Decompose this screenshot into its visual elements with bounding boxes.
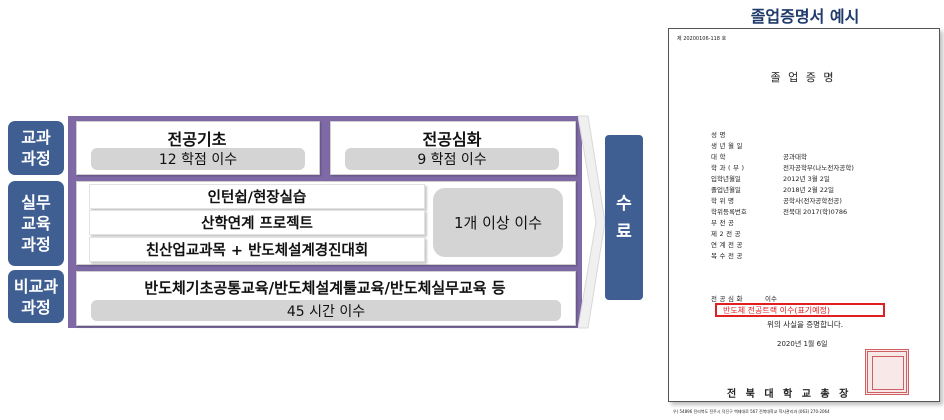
practical-item-industry: 친산업교과목 + 반도체설계경진대회 xyxy=(89,237,425,262)
major-basic-card: 전공기초 12 학점 이수 xyxy=(76,121,320,175)
certificate-header: 졸업증명서 예시 xyxy=(750,7,860,26)
non-curricular-title: 반도체기초공통교육/반도체설계툴교육/반도체실무교육 등 xyxy=(144,279,506,297)
certify-text: 위의 사실을 증명합니다. xyxy=(767,320,844,329)
category-major-label: 교과 과정 xyxy=(21,128,51,168)
category-practical-label: 실무 교육 과정 xyxy=(21,193,51,254)
category-non-curricular-label: 비교과 과정 xyxy=(13,276,59,317)
field-value: 공학사(전자공학전공) xyxy=(783,197,842,205)
practical-item-project: 산학연계 프로젝트 xyxy=(89,210,425,235)
highlight-text: 반도체 전공트랙 이수(표기예정) xyxy=(723,306,831,315)
field-value: 2018년 2월 22일 xyxy=(783,186,835,194)
practical-item-internship: 인턴쉽/현장실습 xyxy=(89,184,425,209)
seal-inner-border xyxy=(872,356,904,390)
category-non-curricular: 비교과 과정 xyxy=(8,270,64,323)
practical-card: 인턴쉽/현장실습 산학연계 프로젝트 친산업교과목 + 반도체설계경진대회 1개… xyxy=(76,181,576,265)
field-label: 제2전공 xyxy=(711,230,744,238)
non-curricular-card: 반도체기초공통교육/반도체설계툴교육/반도체실무교육 등 45 시간 이수 xyxy=(76,271,576,326)
major-advanced-requirement: 9 학점 이수 xyxy=(345,148,559,170)
certificate-document: 제 20200106-118 호 졸 업 증 명 성명 생년월일 대학 공과대학… xyxy=(668,28,940,414)
completion-box: 수 료 xyxy=(605,135,643,300)
track-label: 전공심화 xyxy=(711,295,745,303)
field-value: 전북대 2017(학)0786 xyxy=(783,208,848,216)
field-label: 졸업년월일 xyxy=(711,186,741,194)
doc-footer: 우) 54896 전라북도 전주시 덕진구 백제대로 567 전북대학교 학사관… xyxy=(673,409,830,414)
field-label: 학과(부) xyxy=(711,164,747,172)
non-curricular-requirement: 45 시간 이수 xyxy=(91,300,561,321)
field-value: 공과대학 xyxy=(783,153,807,161)
category-practical: 실무 교육 과정 xyxy=(8,181,64,266)
major-advanced-card: 전공심화 9 학점 이수 xyxy=(330,121,576,175)
doc-title: 졸 업 증 명 xyxy=(770,71,836,84)
highlight-box xyxy=(715,303,885,317)
field-value: 전자공학부(나노전자공학) xyxy=(783,164,854,172)
field-label: 학위명 xyxy=(711,197,737,205)
field-label: 복수전공 xyxy=(711,252,745,260)
track-value: 이수 xyxy=(765,295,777,303)
field-label: 대학 xyxy=(711,153,728,161)
completion-label: 수 료 xyxy=(616,193,632,242)
issue-date: 2020년 1월 6일 xyxy=(777,340,828,348)
issuer: 전 북 대 학 교 총 장 xyxy=(727,389,852,400)
field-label: 입학년월일 xyxy=(711,175,741,183)
field-label: 학위등록번호 xyxy=(711,208,747,216)
major-basic-title: 전공기초 xyxy=(167,130,227,149)
field-label: 부전공 xyxy=(711,219,737,227)
field-label: 생년월일 xyxy=(711,142,745,150)
official-seal-icon xyxy=(865,349,909,395)
major-advanced-title: 전공심화 xyxy=(422,130,482,149)
field-label: 연계전공 xyxy=(711,241,745,249)
flow-arrow-icon xyxy=(578,115,606,329)
major-basic-requirement: 12 학점 이수 xyxy=(91,148,305,170)
doc-number: 제 20200106-118 호 xyxy=(677,36,727,42)
practical-requirement: 1개 이상 이수 xyxy=(433,188,563,257)
field-label: 성명 xyxy=(711,131,728,139)
category-major: 교과 과정 xyxy=(8,121,64,175)
field-value: 2012년 3월 2일 xyxy=(783,175,830,183)
